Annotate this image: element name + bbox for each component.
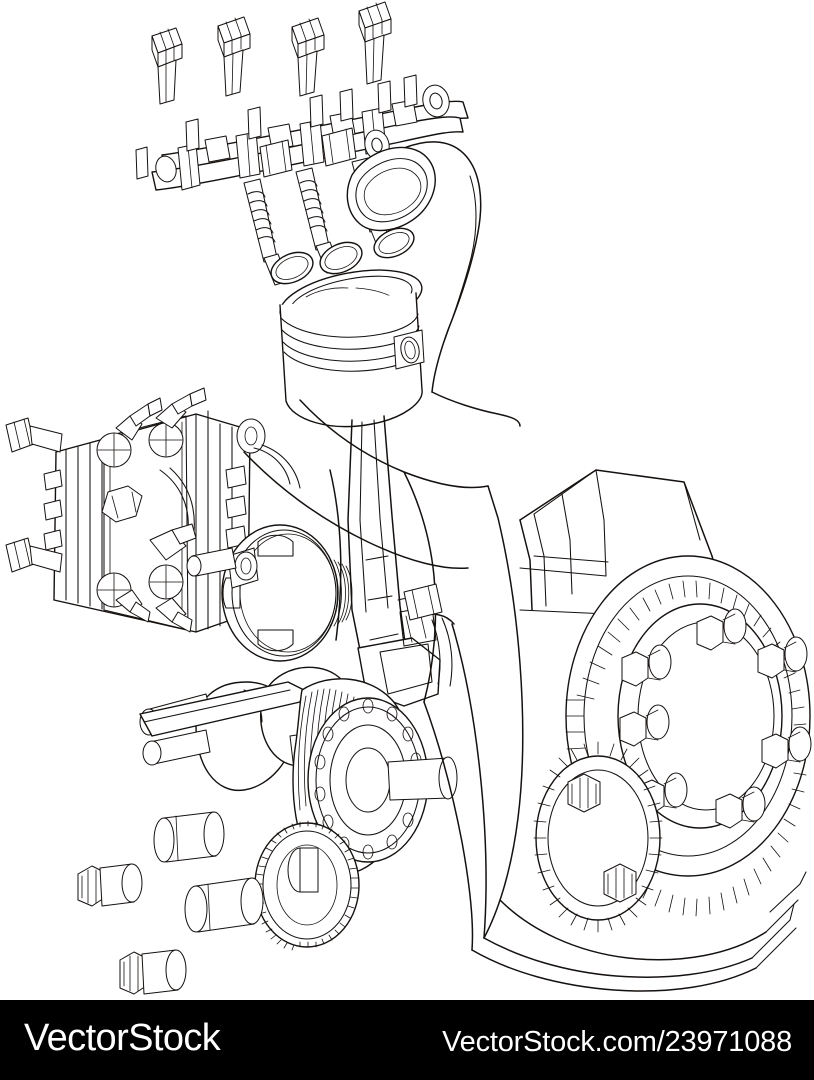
connecting-rod-upper	[347, 415, 441, 707]
pulley-small	[533, 741, 663, 933]
loose-bolt-1	[77, 863, 143, 907]
loose-bolt-2	[119, 949, 187, 995]
engine-line-art	[5, 1, 812, 995]
vectorstock-url-text: VectorStock.com/23971088	[442, 1026, 792, 1058]
vectorstock-logo-text: VectorStock	[24, 1017, 221, 1059]
piston-upper	[279, 269, 425, 428]
head-stud-bottom	[115, 589, 193, 633]
hex-bolt-top-2	[217, 16, 251, 97]
cylinder-casing-upper	[346, 141, 521, 427]
valve-assembly-2	[295, 167, 363, 275]
flywheel-bolt-group	[619, 608, 812, 829]
loose-pin-1	[153, 811, 225, 863]
hex-bolt-top-1	[151, 27, 183, 105]
illustration-artboard	[5, 1, 812, 995]
hex-bolt-top-3	[291, 17, 325, 97]
idler-pin	[287, 847, 319, 893]
camshaft-rocker-assembly	[135, 74, 469, 191]
head-stud-top	[115, 387, 207, 441]
misc-linkage	[397, 583, 453, 687]
piston-lower	[186, 524, 353, 662]
valve-assembly-1	[243, 178, 314, 286]
hex-bolt-top-4	[358, 1, 392, 85]
watermark-footer-bar	[0, 1000, 814, 1080]
side-bolt-left-group	[5, 417, 63, 573]
engine-block	[243, 399, 807, 992]
loose-pin-2	[184, 877, 264, 933]
